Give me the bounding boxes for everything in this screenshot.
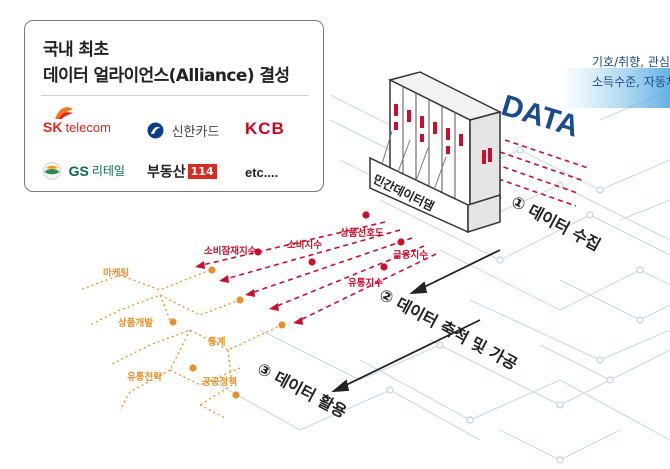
gs-sub-text: 리테일 xyxy=(91,164,125,178)
sk-sub-text: telecom xyxy=(65,120,111,135)
data-glow xyxy=(560,68,670,108)
data-dam: 민간데이터댐 xyxy=(369,71,503,234)
step-1-label: ① 데이터 수집 xyxy=(508,192,604,255)
headline-line2: 데이터 얼라이언스(Alliance) 결성 xyxy=(43,66,290,86)
shinhan-card-logo: 신한카드 xyxy=(147,120,219,140)
application-label-4: 공공정책 xyxy=(202,376,237,388)
application-label-2: 통계 xyxy=(208,336,225,348)
index-label-3: 금융지수 xyxy=(393,249,428,261)
budongsan-number: 114 xyxy=(187,164,217,179)
gs-brand-text: GS xyxy=(68,162,89,179)
application-label-1: 상품개발 xyxy=(118,317,153,329)
circuit-nodes xyxy=(386,146,644,464)
application-network xyxy=(79,269,283,419)
sk-butterfly-icon xyxy=(55,107,73,119)
index-label-2: 소비지수 xyxy=(287,239,322,251)
application-label-3: 유통전략 xyxy=(127,371,162,383)
process-arrows xyxy=(331,249,501,393)
index-arrowheads xyxy=(195,261,303,325)
etc-text: etc.... xyxy=(245,165,279,180)
shinhan-text: 신한카드 xyxy=(171,125,220,140)
index-label-0: 상품선호도 xyxy=(340,227,384,239)
headline-line1: 국내 최초 xyxy=(43,40,109,60)
index-dots xyxy=(254,211,405,271)
index-arrows xyxy=(197,221,437,323)
shinhan-symbol-icon xyxy=(147,122,164,139)
budongsan-text: 부동산 xyxy=(147,164,186,181)
kcb-logo: KCB xyxy=(245,119,285,139)
index-label-1: 소비잠재지수 xyxy=(204,245,257,257)
application-dots xyxy=(169,266,286,399)
application-label-0: 마케팅 xyxy=(103,267,129,279)
data-stream-lines xyxy=(489,139,589,207)
index-label-4: 유통지수 xyxy=(348,277,383,289)
data-type-line2: 소득수준, 자동차 xyxy=(592,75,670,89)
sk-brand-text: SK xyxy=(43,119,63,135)
kcb-text: KCB xyxy=(245,119,285,138)
data-type-line1: 기호/취향, 관심 xyxy=(592,55,670,69)
gs-symbol-icon xyxy=(43,161,61,180)
card-divider xyxy=(41,95,309,96)
